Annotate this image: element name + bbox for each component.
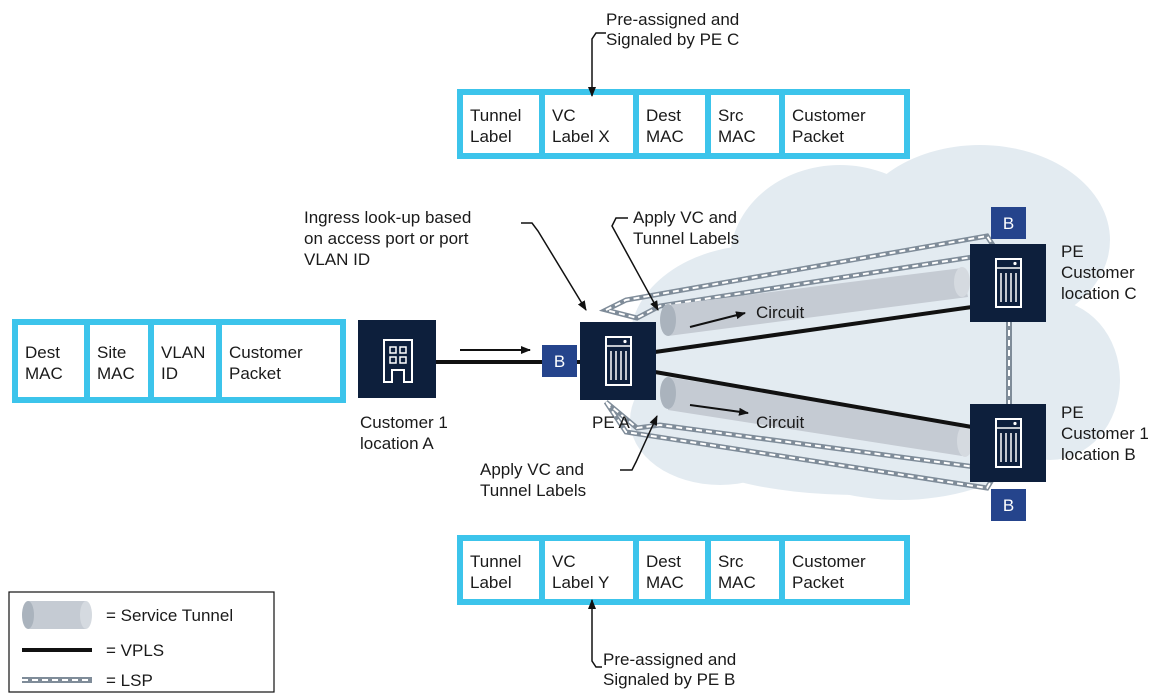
packet-cell-text: Tunnel [470, 106, 521, 125]
packet-frame-border [457, 535, 910, 605]
circuit-label-upper: Circuit [756, 303, 804, 322]
packet-cell-text: Src [718, 552, 744, 571]
circuit-arrow-upper [689, 311, 746, 328]
packet-cell-text: VC [552, 552, 576, 571]
badge-pe-b: B [991, 489, 1026, 521]
svg-text:Apply VC and: Apply VC and [480, 460, 584, 479]
svg-text:Apply VC and: Apply VC and [633, 208, 737, 227]
legend: = Service Tunnel = VPLS = LSP [8, 591, 275, 693]
packet-cell-text: MAC [25, 364, 63, 383]
packet-cell-text: Site [97, 343, 126, 362]
svg-text:Customer 1: Customer 1 [360, 413, 448, 432]
svg-text:B: B [554, 352, 565, 371]
annotation-ingress: Ingress look-up based on access port or … [304, 208, 587, 311]
svg-text:PE: PE [1061, 242, 1084, 261]
label-pe-b: PE Customer 1 location B [1061, 403, 1149, 464]
svg-text:location B: location B [1061, 445, 1136, 464]
label-pe-c: PE Customer location C [1061, 242, 1137, 303]
packet-cell-text: Packet [792, 127, 844, 146]
customer-building-icon [358, 320, 436, 398]
packet-cell-text: Packet [792, 573, 844, 592]
svg-text:B: B [1003, 214, 1014, 233]
annotation-apply-top: Apply VC and Tunnel Labels [611, 208, 739, 311]
callout-top: Pre-assigned and Signaled by PE C [588, 10, 739, 97]
packet-cell-text: Src [718, 106, 744, 125]
vpls-line-a-b [654, 370, 973, 429]
svg-text:location C: location C [1061, 284, 1137, 303]
packet-cell-text: Dest [646, 552, 681, 571]
packet-cell-text: Label X [552, 127, 610, 146]
svg-text:Ingress look-up based: Ingress look-up based [304, 208, 471, 227]
svg-text:Pre-assigned and: Pre-assigned and [606, 10, 739, 29]
svg-text:Signaled by PE B: Signaled by PE B [603, 670, 735, 689]
svg-text:Customer: Customer [1061, 263, 1135, 282]
packet-cell-text: MAC [646, 127, 684, 146]
svg-text:Tunnel Labels: Tunnel Labels [633, 229, 739, 248]
packet-cell-text: Label [470, 127, 512, 146]
packet-frame-border [12, 319, 346, 403]
callout-bottom: Pre-assigned and Signaled by PE B [588, 599, 736, 689]
router-pe-b-icon [970, 404, 1046, 482]
packet-cell-text: Customer [229, 343, 303, 362]
packet-cell-text: Customer [792, 552, 866, 571]
packet-cell-text: Packet [229, 364, 281, 383]
svg-text:VLAN ID: VLAN ID [304, 250, 370, 269]
packet-cell-text: MAC [97, 364, 135, 383]
packet-cell-text: Dest [25, 343, 60, 362]
router-pe-a-icon [580, 322, 656, 400]
legend-vpls: = VPLS [106, 641, 164, 660]
packet-cell-text: MAC [646, 573, 684, 592]
packet-cell-text: Tunnel [470, 552, 521, 571]
annotation-apply-bottom: Apply VC and Tunnel Labels [480, 415, 658, 500]
svg-text:on access port or port: on access port or port [304, 229, 469, 248]
legend-service-tunnel-icon [22, 601, 92, 629]
service-tunnel-lower [660, 377, 973, 457]
legend-lsp: = LSP [106, 671, 153, 690]
router-pe-c-icon [970, 244, 1046, 322]
svg-text:Pre-assigned and: Pre-assigned and [603, 650, 736, 669]
svg-text:Customer 1: Customer 1 [1061, 424, 1149, 443]
packet-cell-text: Dest [646, 106, 681, 125]
svg-text:PE: PE [1061, 403, 1084, 422]
packet-cell-text: MAC [718, 573, 756, 592]
packet-cell-text: ID [161, 364, 178, 383]
svg-text:location A: location A [360, 434, 434, 453]
label-customer-a: Customer 1 location A [360, 413, 448, 453]
circuit-arrow-lower [689, 404, 749, 416]
packet-cell-text: Label Y [552, 573, 609, 592]
svg-text:Signaled by PE C: Signaled by PE C [606, 30, 739, 49]
packet-cell-text: Customer [792, 106, 866, 125]
vpls-line-a-c [654, 305, 973, 354]
packet-frame-border [457, 89, 910, 159]
badge-pe-a: B [542, 345, 577, 377]
svg-text:Tunnel Labels: Tunnel Labels [480, 481, 586, 500]
packet-cell-text: VC [552, 106, 576, 125]
circuit-label-lower: Circuit [756, 413, 804, 432]
legend-service-tunnel: = Service Tunnel [106, 606, 233, 625]
packet-cell-text: VLAN [161, 343, 205, 362]
packet-cell-text: Label [470, 573, 512, 592]
label-pe-a: PE A [592, 413, 630, 432]
badge-pe-c: B [991, 207, 1026, 239]
svg-text:B: B [1003, 496, 1014, 515]
packet-cell-text: MAC [718, 127, 756, 146]
